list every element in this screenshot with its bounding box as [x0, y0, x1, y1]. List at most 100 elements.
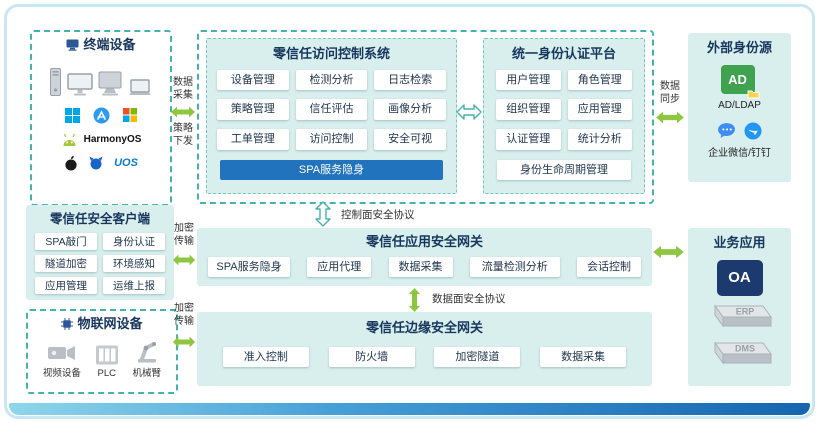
bottom-accent-bar	[9, 403, 810, 415]
ad-ldap-caption: AD/LDAP	[718, 99, 761, 111]
client-module-chip: 环境感知	[103, 255, 165, 273]
control-plane-container: 零信任访问控制系统 设备管理 检测分析 日志检索 策略管理 信任评估 画像分析 …	[197, 30, 654, 204]
data-collect-label: 数据采集	[173, 77, 193, 101]
identity-sync-link: 数据同步	[650, 80, 690, 125]
green-double-arrow-horizontal-icon	[172, 336, 196, 348]
business-apps-title: 业务应用	[713, 235, 766, 250]
device-icon-group	[32, 61, 170, 97]
business-apps-panel: 业务应用 OA ERP DMS	[688, 228, 791, 386]
iot-item: 机械臂	[132, 339, 162, 379]
app-store-icon	[93, 107, 110, 124]
module-chip: 准入控制	[222, 346, 309, 368]
module-chip: 角色管理	[567, 69, 632, 91]
control-plane-protocol-label: 控制面安全协议	[341, 209, 415, 221]
robot-arm-icon	[137, 341, 156, 363]
module-chip: 流量检测分析	[469, 256, 560, 278]
uos-mascot-icon	[89, 156, 103, 170]
module-chip: 加密隧道	[434, 346, 521, 368]
all-in-one-pc-icon	[98, 71, 122, 96]
svg-text:DMS: DMS	[735, 343, 755, 353]
module-chip: SPA服务隐身	[208, 256, 290, 278]
client-module-chip: 隧道加密	[35, 255, 97, 273]
green-double-arrow-horizontal-icon	[656, 111, 684, 124]
encrypted-transfer-label: 加密传输	[174, 303, 194, 327]
active-directory-icon: AD	[720, 64, 755, 94]
client-module-chip: SPA敲门	[35, 233, 97, 251]
module-chip: 检测分析	[295, 69, 368, 91]
access-control-system-panel: 零信任访问控制系统 设备管理 检测分析 日志检索 策略管理 信任评估 画像分析 …	[206, 38, 457, 194]
hollow-double-arrow-horizontal-icon	[456, 104, 482, 120]
dingtalk-icon	[744, 122, 762, 140]
module-chip: 安全可视	[374, 128, 446, 150]
external-identity-title: 外部身份源	[706, 40, 772, 55]
apple-logo-icon	[65, 155, 77, 171]
module-chip: 工单管理	[217, 128, 289, 150]
wechat-work-icon	[718, 123, 735, 138]
data-sync-label: 数据同步	[660, 81, 680, 105]
desktop-monitor-icon	[67, 72, 93, 96]
module-chip: 认证管理	[496, 128, 561, 150]
green-double-arrow-horizontal-icon	[171, 106, 195, 118]
iot-panel-title: 物联网设备	[77, 316, 143, 331]
identity-platform-title: 统一身份认证平台	[511, 46, 616, 61]
module-chip: 组织管理	[496, 99, 561, 120]
policy-push-label: 策略下发	[173, 123, 193, 147]
module-chip: 数据采集	[388, 256, 453, 278]
external-identity-panel: 外部身份源 AD AD/LDAP 企业微信/钉钉	[688, 33, 791, 182]
laptop-icon	[129, 78, 151, 95]
plc-module-icon	[95, 345, 118, 365]
iot-item: PLC	[95, 344, 119, 379]
chip-icon	[61, 317, 74, 330]
green-double-arrow-horizontal-icon	[172, 254, 196, 266]
module-chip: 信任评估	[295, 99, 368, 120]
client-to-appgw-link: 加密传输	[171, 222, 197, 267]
terminal-devices-panel: 终端设备 HarmonyOS UOS	[30, 30, 172, 206]
outer-frame	[4, 4, 815, 419]
harmonyos-label: HarmonyOS	[83, 134, 142, 146]
terminal-to-control-link: 数据采集 策略下发	[169, 76, 197, 148]
app-security-gateway-panel: 零信任应用安全网关 SPA服务隐身 应用代理 数据采集 流量检测分析 会话控制	[197, 228, 652, 286]
module-chip: 画像分析	[374, 99, 446, 120]
app-gateway-title: 零信任应用安全网关	[365, 234, 483, 249]
oa-app-icon: OA	[716, 259, 763, 296]
spa-stealth-banner: SPA服务隐身	[220, 159, 443, 181]
module-chip: 访问控制	[295, 128, 368, 150]
iot-item: 视频设备	[43, 343, 81, 379]
module-chip: 日志检索	[374, 69, 446, 91]
iot-item-label: PLC	[97, 367, 116, 379]
module-chip: 会话控制	[577, 256, 641, 278]
identity-platform-panel: 统一身份认证平台 用户管理 角色管理 组织管理 应用管理 认证管理 统计分析 身…	[483, 38, 645, 194]
edge-gateway-title: 零信任边缘安全网关	[365, 320, 483, 335]
green-double-arrow-vertical-icon	[409, 288, 420, 312]
client-module-chip: 应用管理	[35, 277, 97, 295]
identity-lifecycle-banner: 身份生命周期管理	[497, 159, 631, 181]
module-chip: 防火墙	[328, 346, 415, 368]
zero-trust-client-panel: 零信任安全客户端 SPA敲门 身份认证 隧道加密 环境感知 应用管理 运维上报	[26, 205, 174, 300]
edge-security-gateway-panel: 零信任边缘安全网关 准入控制 防火墙 加密隧道 数据采集	[197, 312, 652, 386]
module-chip: 策略管理	[217, 99, 289, 120]
client-module-chip: 运维上报	[103, 277, 165, 295]
module-chip: 数据采集	[540, 346, 627, 368]
module-chip: 用户管理	[496, 69, 561, 91]
wechat-dingtalk-caption: 企业微信/钉钉	[708, 147, 771, 159]
windows-logo-icon	[65, 107, 80, 123]
module-chip: 应用管理	[567, 99, 632, 120]
appgw-to-business-arrow-icon	[653, 245, 684, 259]
client-panel-title: 零信任安全客户端	[49, 212, 150, 226]
module-chip: 应用代理	[307, 256, 372, 278]
dms-server-icon: DMS	[713, 341, 772, 365]
module-chip: 设备管理	[217, 69, 289, 91]
video-camera-icon	[47, 345, 75, 360]
svg-text:ERP: ERP	[735, 306, 754, 316]
iot-item-label: 机械臂	[132, 367, 162, 379]
iot-devices-panel: 物联网设备 视频设备 PLC 机械臂	[26, 309, 178, 394]
access-control-title: 零信任访问控制系统	[272, 46, 390, 61]
client-module-chip: 身份认证	[103, 233, 165, 251]
tower-pc-icon	[50, 67, 61, 96]
monitor-icon	[66, 39, 79, 51]
module-chip: 统计分析	[567, 128, 632, 150]
android-logo-icon	[63, 133, 76, 146]
erp-server-icon: ERP	[713, 304, 772, 328]
color-grid-app-icon	[123, 108, 137, 123]
